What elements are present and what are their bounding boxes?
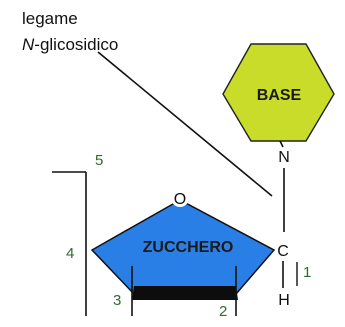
carbon-number-5: 5 [95,152,103,169]
nitrogen-atom: N [278,149,290,166]
carbon-number-4: 4 [66,245,74,262]
base-label: BASE [257,87,302,104]
carbon-atom: C [277,243,289,260]
annotation-n-italic: N [22,35,35,54]
annotation-pointer-line [97,51,273,197]
annotation-glicosidico: N-glicosidico [22,35,118,54]
sugar-label: ZUCCHERO [143,239,234,256]
base-hexagon [222,43,335,142]
bond-base-n [279,140,284,148]
carbon-number-3: 3 [113,292,121,309]
annotation-legame: legame [22,9,78,28]
sugar-bottom-edge [132,286,238,300]
annotation-glicosidico-rest: -glicosidico [34,35,118,54]
carbon-number-1: 1 [303,264,311,281]
hydrogen-atom: H [278,292,290,309]
ring-oxygen-background [171,189,189,207]
ring-oxygen-atom: O [174,191,186,208]
carbon-number-2: 2 [219,303,227,320]
